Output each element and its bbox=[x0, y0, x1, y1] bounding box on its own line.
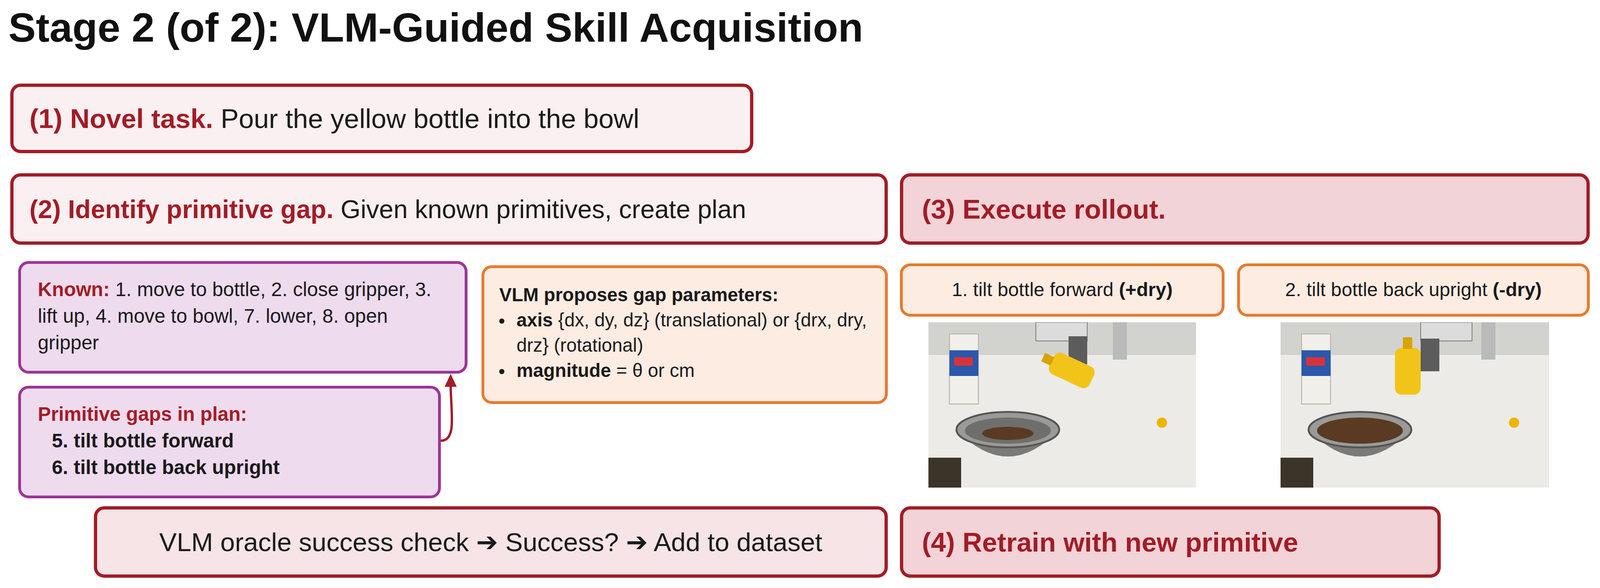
carton-logo bbox=[954, 357, 973, 366]
text-row: axis{dx, dy, dz} (translational) or {drx… bbox=[499, 307, 871, 358]
bullet-text: axis{dx, dy, dz} (translational) or {drx… bbox=[516, 307, 871, 358]
rollout-step-box: 2. tilt bottle back upright(-dry) bbox=[1237, 263, 1590, 317]
bowl-rim bbox=[1308, 411, 1412, 448]
package bbox=[928, 457, 962, 488]
text-block: (3) Execute rollout. bbox=[921, 192, 1166, 226]
text-row: (3) Execute rollout. bbox=[921, 192, 1166, 226]
node-text: {dx, dy, dz} (translational) or {drx, dr… bbox=[516, 309, 867, 356]
robot-arm bbox=[1420, 322, 1473, 341]
package bbox=[1280, 457, 1314, 488]
carton-print bbox=[1301, 350, 1331, 376]
milk-carton bbox=[949, 333, 979, 404]
text-row: Primitive gaps in plan: bbox=[37, 400, 422, 428]
node-text: Primitive gaps in plan: bbox=[37, 403, 248, 425]
bowl-content bbox=[982, 426, 1034, 440]
node-text: 6. tilt bottle back upright bbox=[51, 456, 280, 479]
node-text: = θ or cm bbox=[615, 360, 695, 381]
node-text: Given known primitives, create plan bbox=[340, 194, 746, 224]
node-text: 5. tilt bottle forward bbox=[51, 429, 234, 452]
text-block: 2. tilt bottle back upright(-dry) bbox=[1285, 278, 1542, 302]
diagram-title: Stage 2 (of 2): VLM-Guided Skill Acquisi… bbox=[8, 3, 864, 52]
bowl-content bbox=[1316, 417, 1403, 444]
carton-logo bbox=[1306, 357, 1325, 366]
text-block: 1. tilt bottle forward(+dry) bbox=[951, 278, 1173, 302]
node-text: (+dry) bbox=[1118, 278, 1173, 301]
yellow-ball bbox=[1508, 417, 1520, 428]
bottle-cap bbox=[1402, 337, 1413, 349]
text-row: VLM oracle success check ➔ Success? ➔ Ad… bbox=[159, 526, 823, 558]
text-row: Known:1. move to bottle, 2. close grippe… bbox=[37, 276, 448, 356]
step-box: (4) Retrain with new primitive bbox=[899, 506, 1441, 578]
node-text: magnitude bbox=[516, 360, 611, 381]
text-block: (4) Retrain with new primitive bbox=[921, 525, 1299, 559]
table bbox=[928, 322, 1197, 488]
text-row: 5. tilt bottle forward bbox=[37, 427, 422, 454]
text-block: Known:1. move to bottle, 2. close grippe… bbox=[37, 276, 448, 356]
table bbox=[1280, 322, 1550, 488]
node-text: (-dry) bbox=[1492, 278, 1542, 301]
node-text: Known: bbox=[37, 278, 110, 301]
text-row: VLM proposes gap parameters: bbox=[499, 282, 871, 308]
rollout-photo bbox=[928, 322, 1197, 488]
node-text: (1) Novel task. bbox=[29, 103, 213, 134]
carton-print bbox=[949, 350, 979, 376]
node-text: (3) Execute rollout. bbox=[921, 193, 1166, 225]
vlm-parameter-box: VLM proposes gap parameters:axis{dx, dy,… bbox=[481, 265, 888, 404]
bowl-rim bbox=[956, 411, 1060, 448]
rollout-step-box: 1. tilt bottle forward(+dry) bbox=[899, 263, 1225, 317]
arrow-head bbox=[444, 373, 457, 387]
node-text: 2. tilt bottle back upright bbox=[1285, 278, 1488, 301]
step-box: (3) Execute rollout. bbox=[899, 173, 1590, 245]
text-row: (4) Retrain with new primitive bbox=[921, 525, 1299, 559]
bullet-dot bbox=[499, 368, 505, 375]
pole bbox=[1481, 322, 1496, 360]
yellow-bottle bbox=[1038, 346, 1097, 391]
pole bbox=[1112, 322, 1127, 360]
text-block: (1) Novel task.Pour the yellow bottle in… bbox=[29, 102, 640, 135]
text-row: magnitude= θ or cm bbox=[499, 357, 871, 383]
milk-carton bbox=[1301, 333, 1331, 404]
primitive-gap-box: Primitive gaps in plan: 5. tilt bottle fo… bbox=[18, 385, 441, 499]
bottle-cap bbox=[1040, 353, 1055, 366]
robot-gripper bbox=[1420, 338, 1440, 372]
arrow-line bbox=[440, 384, 453, 441]
success-check-box: VLM oracle success check ➔ Success? ➔ Ad… bbox=[93, 506, 888, 578]
step-box: (2) Identify primitive gap.Given known p… bbox=[10, 173, 888, 245]
text-row: (1) Novel task.Pour the yellow bottle in… bbox=[29, 102, 640, 135]
text-row: (2) Identify primitive gap.Given known p… bbox=[29, 193, 747, 225]
yellow-bottle bbox=[1394, 347, 1421, 395]
text-row: 1. tilt bottle forward(+dry) bbox=[951, 278, 1173, 302]
curved-arrow bbox=[440, 373, 457, 441]
text-row: 2. tilt bottle back upright(-dry) bbox=[1285, 278, 1542, 302]
node-text: 1. tilt bottle forward bbox=[951, 278, 1114, 301]
node-text: VLM oracle success check ➔ Success? ➔ Ad… bbox=[159, 527, 823, 557]
node-text: (4) Retrain with new primitive bbox=[921, 526, 1299, 558]
bottle-body bbox=[1046, 350, 1097, 390]
bowl-inside bbox=[964, 417, 1051, 444]
node-text: VLM proposes gap parameters: bbox=[499, 284, 779, 305]
text-block: VLM proposes gap parameters:axis{dx, dy,… bbox=[499, 282, 871, 383]
text-block: (2) Identify primitive gap.Given known p… bbox=[29, 193, 747, 225]
task-box: (1) Novel task.Pour the yellow bottle in… bbox=[10, 83, 754, 154]
text-row: 6. tilt bottle back upright bbox=[37, 453, 422, 481]
node-text: axis bbox=[516, 309, 553, 331]
bullet-dot bbox=[499, 318, 505, 324]
yellow-ball bbox=[1156, 417, 1168, 428]
node-text: (2) Identify primitive gap. bbox=[29, 194, 334, 224]
bullet-text: magnitude= θ or cm bbox=[516, 357, 695, 383]
node-text: Pour the yellow bottle into the bowl bbox=[220, 103, 640, 134]
text-block: VLM oracle success check ➔ Success? ➔ Ad… bbox=[159, 526, 823, 558]
text-block: Primitive gaps in plan: 5. tilt bottle fo… bbox=[37, 400, 422, 481]
known-primitives-box: Known:1. move to bottle, 2. close grippe… bbox=[18, 261, 468, 374]
rollout-photo bbox=[1280, 322, 1550, 488]
